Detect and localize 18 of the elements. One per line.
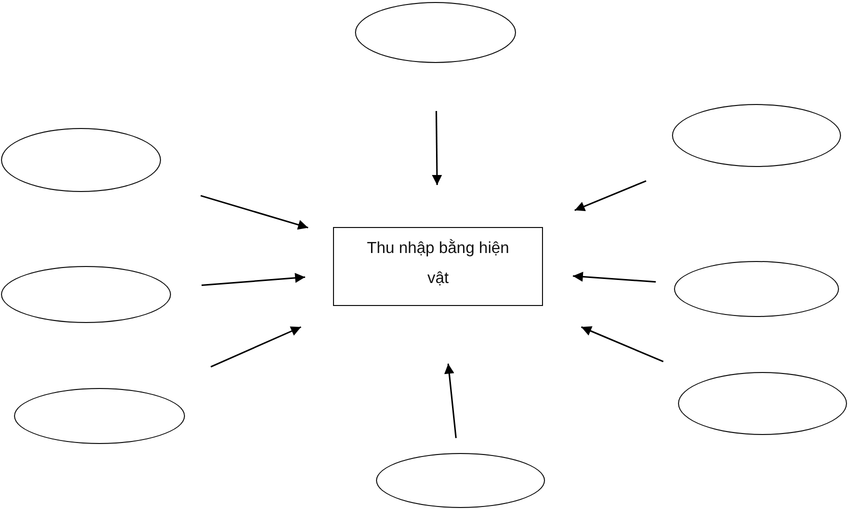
arrow [202,272,306,286]
ellipse [1,128,161,192]
node-text: Thu nhập bằng hiện vật [366,238,510,289]
ellipse [672,104,841,167]
arrow [200,194,308,230]
arrow [572,272,656,283]
arrow [581,326,664,362]
ellipse [1,266,171,323]
arrow [444,364,457,438]
ellipse [674,261,839,317]
text-box [333,227,543,306]
arrow [210,326,302,368]
ellipse [355,2,516,63]
ellipse [678,372,847,435]
arrow [574,180,646,212]
arrow [432,111,442,185]
ellipse [14,388,185,444]
ellipse [376,453,545,508]
